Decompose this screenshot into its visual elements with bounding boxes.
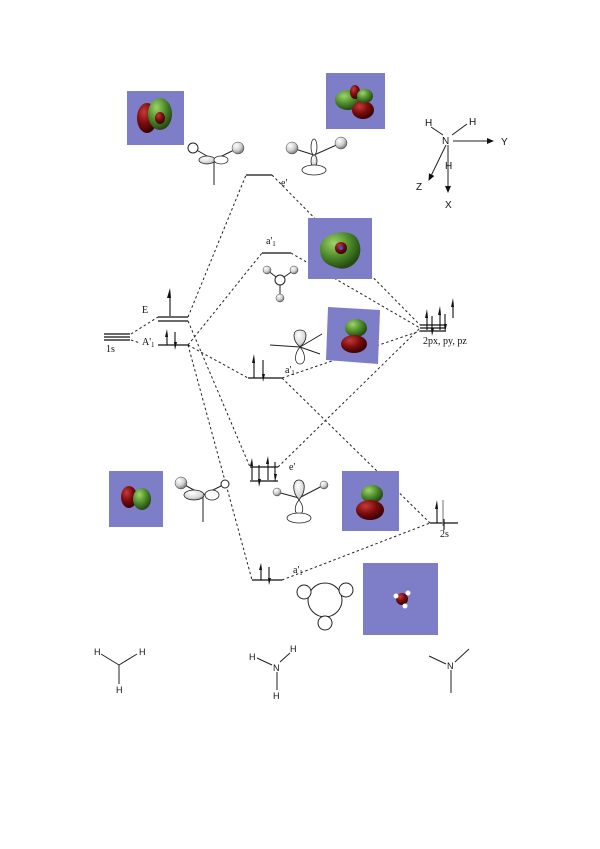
nh3-atom-h1: H — [249, 652, 256, 662]
label-1s: 1s — [106, 344, 115, 355]
isosurface-e-lower-right — [342, 471, 399, 531]
axis-frame: N H H H Y X Z — [416, 117, 508, 211]
axis-y-label: Y — [501, 137, 508, 148]
n-2p-level: 2px, py, pz — [420, 298, 467, 347]
mo-e-prime-lower: e' — [250, 456, 295, 487]
left-fragment: 1s E A'1 — [104, 288, 188, 355]
isosurface-e-right — [326, 73, 385, 129]
isosurface-a1-lower — [363, 563, 438, 635]
h3-atom-1: H — [94, 647, 101, 657]
isosurface-a1-mid — [326, 307, 380, 364]
axis-h3-label: H — [445, 161, 452, 172]
sketch-e-lower-right — [272, 479, 329, 524]
sketch-e-right — [285, 136, 348, 176]
molecule-n: N — [428, 648, 470, 693]
label-a1-prime-mid: a'1 — [285, 365, 295, 377]
mo-a1-prime-lower: a'1 — [252, 563, 303, 585]
label-A1: A'1 — [142, 337, 155, 349]
right-fragment: 2px, py, pz 2s — [420, 298, 467, 540]
isosurface-e-lower-left — [109, 471, 163, 527]
mo-a1-prime-upper: a'1 — [262, 236, 291, 254]
level-E: E — [142, 288, 188, 322]
axis-n-label: N — [442, 136, 449, 147]
label-e-prime-lower: e' — [289, 462, 295, 473]
label-E: E — [142, 305, 148, 316]
n-2s-level: 2s — [430, 500, 458, 540]
label-a1-prime-lower: a'1 — [293, 565, 303, 577]
n-atom: N — [447, 661, 454, 671]
molecule-nh3: H H N H — [249, 644, 297, 701]
center-mos: e' a'1 a'1 e' a'1 — [246, 174, 303, 585]
sketch-a1-mid — [269, 329, 323, 365]
level-A1: A'1 — [142, 329, 188, 350]
mo-a1-prime-mid: a'1 — [248, 354, 295, 382]
label-a1-prime-upper: a'1 — [266, 236, 276, 248]
label-2p: 2px, py, pz — [423, 336, 467, 347]
nh3-atom-n: N — [273, 663, 280, 673]
axis-z-label: Z — [416, 182, 422, 193]
label-2s: 2s — [440, 529, 449, 540]
isosurface-e-left — [127, 91, 184, 145]
h3-atom-3: H — [116, 685, 123, 695]
nh3-atom-h2: H — [290, 644, 297, 654]
h-1s-level: 1s — [104, 333, 130, 355]
sketch-e-lower-left — [174, 476, 230, 522]
nh3-atom-h3: H — [273, 691, 280, 701]
molecule-h3: H H H — [94, 647, 146, 695]
mo-e-prime-upper: e' — [246, 174, 287, 189]
isosurface-a1-upper — [308, 218, 372, 279]
sketch-a1-upper — [262, 265, 299, 303]
label-e-prime-upper: e' — [281, 178, 287, 189]
sketch-e-left — [187, 141, 245, 185]
axis-h1-label: H — [425, 118, 432, 129]
sketch-a1-lower — [296, 582, 354, 631]
h3-atom-2: H — [139, 647, 146, 657]
axis-x-label: X — [445, 200, 452, 211]
axis-h2-label: H — [469, 117, 476, 128]
